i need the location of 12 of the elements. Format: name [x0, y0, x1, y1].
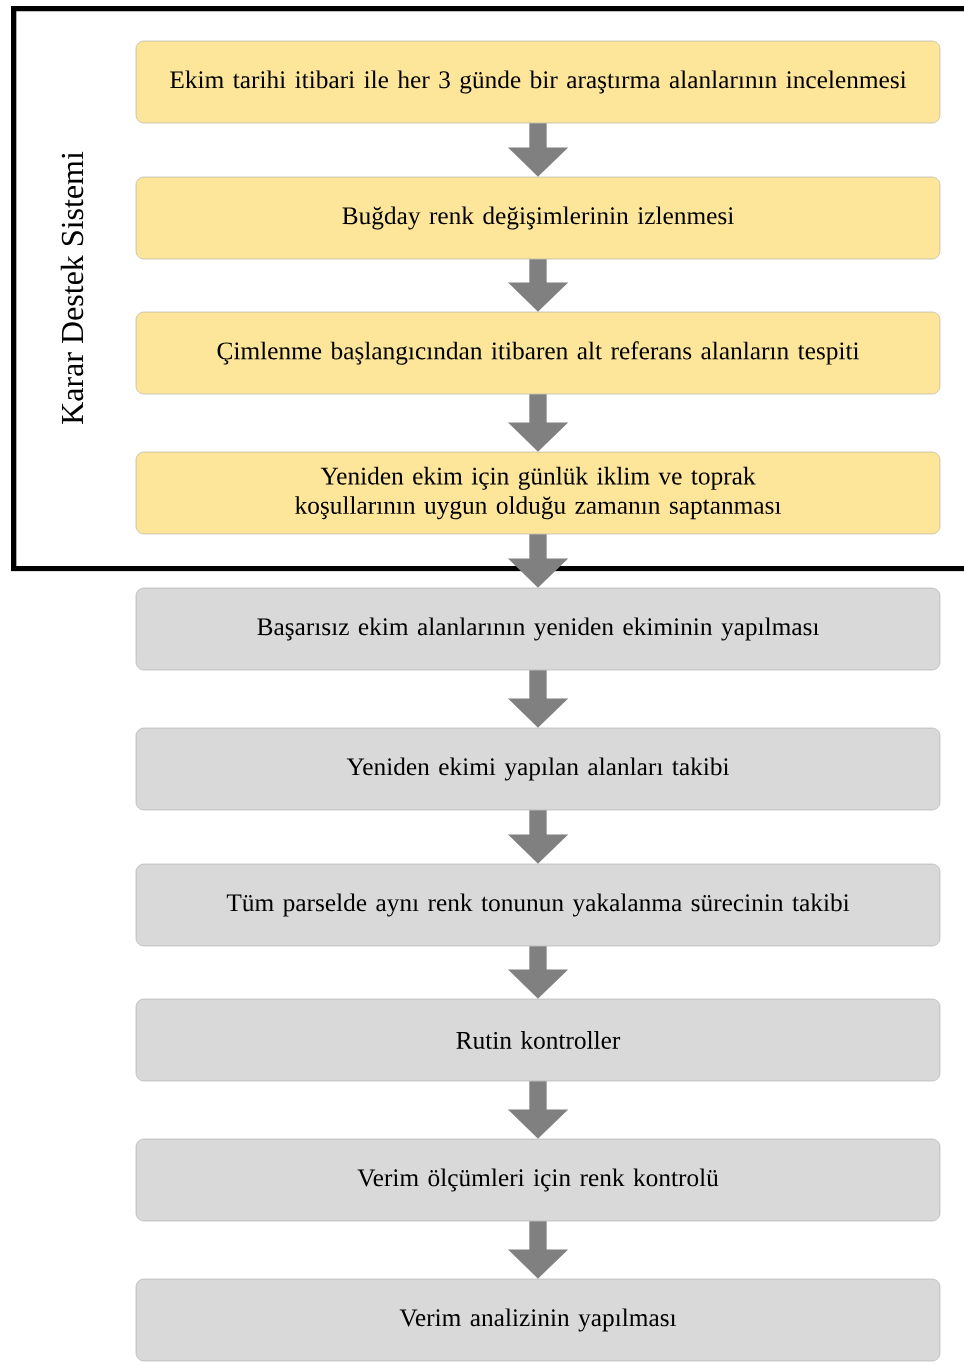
process-box: Buğday renk değişimlerinin izlenmesi — [135, 176, 941, 260]
process-box: Başarısız ekim alanlarının yeniden ekiminin yapılması — [135, 587, 941, 671]
process-box: Rutin kontroller — [135, 998, 941, 1082]
process-box: Yeniden ekimi yapılan alanları takibi — [135, 727, 941, 811]
process-box: Tüm parselde aynı renk tonunun yakalanma sürecinin takibi — [135, 863, 941, 947]
process-box: Verim ölçümleri için renk kontrolü — [135, 1138, 941, 1222]
frame-title: Karar Destek Sistemi — [60, 151, 84, 424]
process-box: Verim analizinin yapılması — [135, 1278, 941, 1362]
process-box: Çimlenme başlangıcından itibaren alt referans alanların tespiti — [135, 311, 941, 395]
process-box: Yeniden ekim için günlük iklim ve toprak koşullarının uygun olduğu zamanın saptanması — [135, 451, 941, 535]
process-box: Ekim tarihi itibari ile her 3 günde bir araştırma alanlarının incelenmesi — [135, 40, 941, 124]
frame — [11, 6, 964, 572]
